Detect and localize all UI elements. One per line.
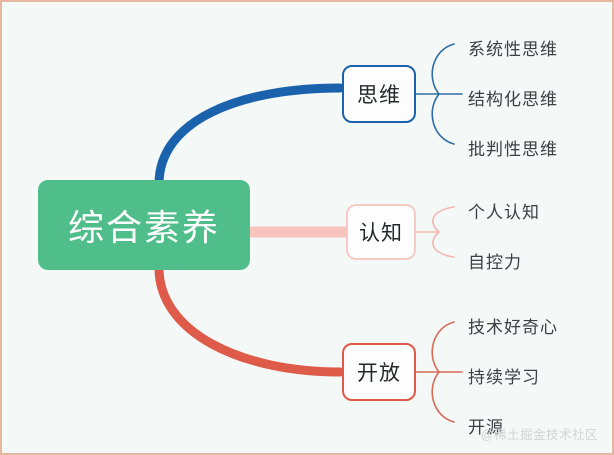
leaf-node-structured-thinking[interactable]: 结构化思维 [468,90,558,109]
subconnector-thinking-3 [431,93,455,145]
root-node-label: 综合素养 [67,207,220,248]
leaf-node-technical-curiosity[interactable]: 技术好奇心 [468,318,558,337]
leaf-node-critical-thinking[interactable]: 批判性思维 [468,140,558,159]
branch-node-openness[interactable]: 开放 [342,343,416,401]
root-node-comprehensive-literacy[interactable]: 综合素养 [38,180,250,270]
subconnector-thinking-1 [431,43,455,95]
leaf-node-self-control[interactable]: 自控力 [468,253,522,272]
trunk-thinking [154,83,345,189]
leaf-node-open-source[interactable]: 开源 [468,418,504,437]
leaf-node-continuous-learning[interactable]: 持续学习 [468,368,540,387]
subconnector-cognition-1 [432,206,455,233]
leaf-node-systematic-thinking[interactable]: 系统性思维 [468,40,558,59]
trunk-openness [154,263,345,377]
subconnector-cognition-2 [432,231,455,258]
branch-node-thinking[interactable]: 思维 [342,65,416,123]
leaf-node-personal-cognition[interactable]: 个人认知 [468,203,540,222]
branch-node-cognition-label: 认知 [359,222,403,245]
watermark: @稀土掘金技术社区 [480,428,598,442]
branch-node-thinking-label: 思维 [357,84,401,107]
branch-node-openness-label: 开放 [357,362,401,385]
subconnector-openness-3 [431,371,455,423]
branch-node-cognition[interactable]: 认知 [346,204,416,260]
subconnector-openness-1 [431,321,455,373]
